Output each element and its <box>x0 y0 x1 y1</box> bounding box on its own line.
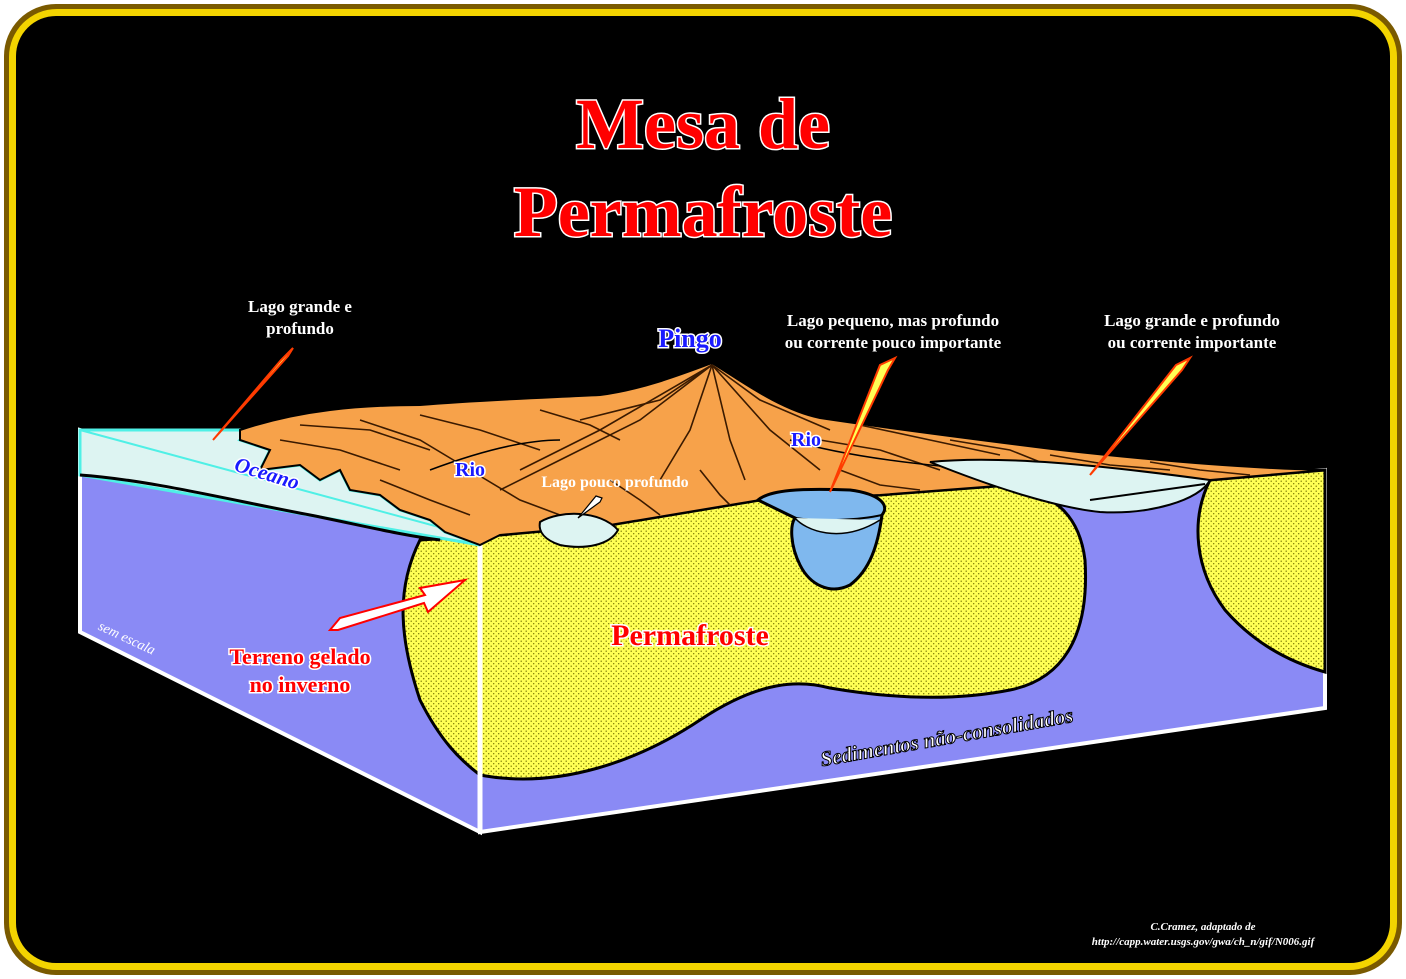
label-rio-left: Rio <box>455 459 485 481</box>
label-lago-grande-profundo-1: Lago grande e <box>248 297 352 316</box>
credit-line-2: http://capp.water.usgs.gov/gwa/ch_n/gif/… <box>1092 936 1316 948</box>
shallow-lake <box>538 512 620 548</box>
label-terreno-2: no inverno <box>250 672 351 697</box>
arrow-icon <box>577 495 603 519</box>
permafrost-right-lobe <box>1196 468 1327 674</box>
arrow-icon <box>829 355 898 493</box>
label-lago-pequeno-2: ou corrente pouco importante <box>785 333 1002 352</box>
arrow-icon <box>327 578 469 631</box>
terrain-surface <box>239 361 1326 547</box>
terrain-hatching <box>279 364 1251 516</box>
label-lago-grande-corrente-2: ou corrente importante <box>1108 333 1277 352</box>
arrow-icon <box>1089 355 1193 476</box>
label-lago-pouco-profundo: Lago pouco profundo <box>541 474 688 491</box>
label-permafroste: Permafroste <box>611 619 769 652</box>
small-deep-lake <box>755 487 887 591</box>
title-line-1: Mesa de <box>576 84 830 164</box>
large-lake-right <box>929 458 1212 514</box>
credit-line-1: C.Cramez, adaptado de <box>1150 921 1255 933</box>
label-lago-pequeno-1: Lago pequeno, mas profundo <box>787 311 999 330</box>
title-line-2: Permafroste <box>514 172 892 252</box>
label-terreno-1: Terreno gelado <box>229 644 370 669</box>
label-rio-right: Rio <box>791 429 821 451</box>
label-lago-grande-corrente-1: Lago grande e profundo <box>1104 311 1280 330</box>
label-lago-grande-profundo-2: profundo <box>266 319 334 338</box>
label-pingo: Pingo <box>658 324 722 353</box>
arrow-icon <box>212 347 294 441</box>
permafrost-body <box>401 483 1088 781</box>
